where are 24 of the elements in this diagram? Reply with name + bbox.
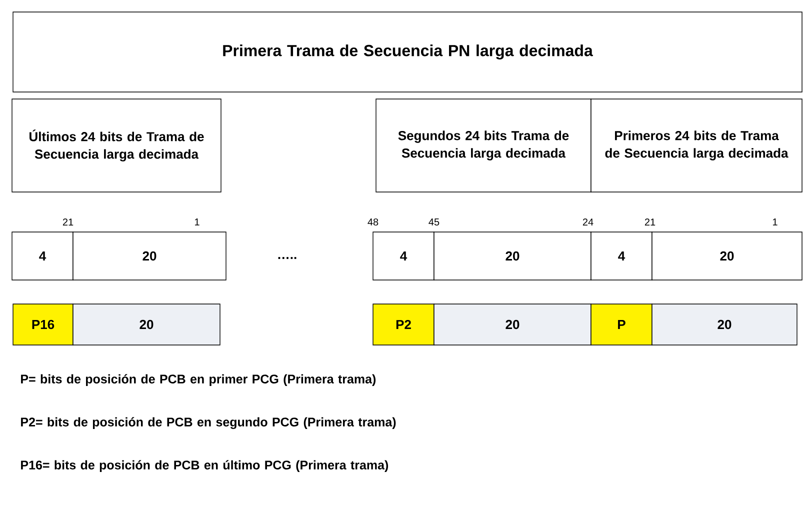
bit-number: 21 (62, 218, 74, 226)
bit-field-box: 20 (652, 304, 798, 346)
note: P16= bits de posición de PCB en último PCG (Primera trama) (21, 460, 388, 472)
bit-field-box: 4 (590, 232, 652, 280)
bit-field-box: 4 (372, 232, 434, 280)
ellipsis: ….. (278, 257, 296, 259)
note: P2= bits de posición de PCB en segundo PCG (Primera trama) (21, 417, 396, 429)
header-box: Últimos 24 bits de Trama de Secuencia larga decimada (12, 98, 222, 192)
header-box: Segundos 24 bits Trama de Secuencia larga decimada (376, 98, 592, 192)
bit-number: 48 (368, 218, 378, 226)
bit-number: 1 (195, 218, 200, 226)
bit-number: 45 (428, 218, 440, 226)
bit-number: 21 (644, 218, 656, 226)
bit-field-box: 20 (72, 304, 220, 346)
bit-number: 24 (582, 218, 594, 226)
note: P= bits de posición de PCB en primer PCG (Primera trama) (21, 374, 376, 386)
position-bits-box: P2 (372, 304, 434, 346)
title-box: Primera Trama de Secuencia PN larga decimada (12, 12, 802, 92)
bit-number: 1 (773, 218, 778, 226)
bit-field-box: 20 (434, 304, 592, 346)
header-box: Primeros 24 bits de Trama de Secuencia larga decimada (590, 98, 802, 192)
position-bits-box: P (590, 304, 652, 346)
position-bits-box: P16 (12, 304, 74, 346)
bit-field-box: 4 (12, 232, 74, 280)
